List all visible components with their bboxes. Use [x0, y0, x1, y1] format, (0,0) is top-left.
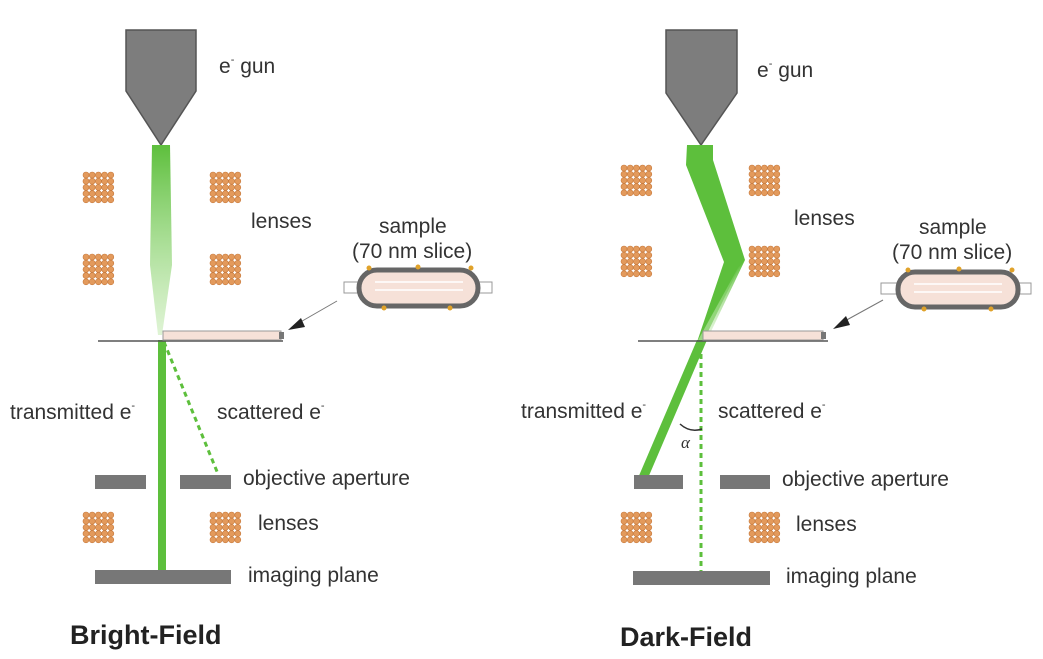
- aperture-label: objective aperture: [243, 467, 410, 490]
- imaging-plane: [95, 570, 231, 584]
- gun-label: e- gun: [757, 58, 813, 82]
- electron-gun: [125, 29, 197, 147]
- lens-coil: [748, 164, 781, 197]
- sample-label: sample: [919, 216, 987, 239]
- aperture-label: objective aperture: [782, 468, 949, 491]
- dark-field-panel: α e- gun lens: [521, 29, 1032, 652]
- lens-coil: [209, 253, 242, 286]
- lens-coil: [620, 245, 653, 278]
- objective-aperture-left: [634, 475, 683, 489]
- electron-beam-upper: [150, 145, 172, 335]
- transmitted-label: transmitted e-: [521, 399, 646, 423]
- sample-pointer-arrowhead: [288, 318, 305, 330]
- lenses2-label: lenses: [258, 512, 319, 535]
- sample-slice-end: [279, 332, 284, 339]
- lens-coil: [620, 511, 653, 544]
- sample-sublabel: (70 nm slice): [892, 241, 1012, 264]
- electron-beam-upper: [686, 145, 745, 342]
- lens-coil: [82, 171, 115, 204]
- sample-slice-end: [821, 332, 826, 339]
- sample-sublabel: (70 nm slice): [352, 240, 472, 263]
- scattered-beam: [162, 341, 220, 475]
- electron-gun: [665, 29, 738, 147]
- scattered-label: scattered e-: [718, 399, 826, 423]
- objective-aperture-right: [180, 475, 231, 489]
- transmitted-beam: [638, 340, 707, 478]
- transmitted-beam: [158, 340, 166, 572]
- lenses-label: lenses: [251, 210, 312, 233]
- angle-label: α: [681, 433, 691, 452]
- lens-coil: [748, 245, 781, 278]
- lens-coil: [620, 164, 653, 197]
- plane-label: imaging plane: [248, 564, 379, 587]
- sample-pointer-arrowhead: [833, 316, 850, 329]
- panel-title: Bright-Field: [70, 620, 221, 650]
- lenses-label: lenses: [794, 207, 855, 230]
- scattered-label: scattered e-: [217, 400, 325, 424]
- lens-coil: [748, 511, 781, 544]
- lens-coil: [209, 171, 242, 204]
- sample-zoom: [343, 264, 493, 311]
- objective-aperture-left: [95, 475, 146, 489]
- electron-beam-fade: [697, 260, 745, 342]
- plane-label: imaging plane: [786, 565, 917, 588]
- gun-label: e- gun: [219, 54, 275, 78]
- sample-pointer-line: [842, 299, 884, 323]
- sample-zoom: [880, 266, 1032, 312]
- imaging-plane: [633, 571, 770, 585]
- transmitted-label: transmitted e-: [10, 400, 135, 424]
- sample-slice: [162, 330, 282, 341]
- lens-coil: [209, 511, 242, 544]
- bright-field-panel: e- gun lenses sample (70 nm slice) trans…: [10, 29, 493, 650]
- panel-title: Dark-Field: [620, 622, 752, 652]
- objective-aperture-right: [720, 475, 770, 489]
- lenses2-label: lenses: [796, 513, 857, 536]
- sample-pointer-line: [296, 300, 338, 325]
- lens-coil: [82, 511, 115, 544]
- sample-label: sample: [379, 215, 447, 238]
- sample-slice: [702, 330, 824, 341]
- lens-coil: [82, 253, 115, 286]
- angle-arc: [679, 423, 703, 431]
